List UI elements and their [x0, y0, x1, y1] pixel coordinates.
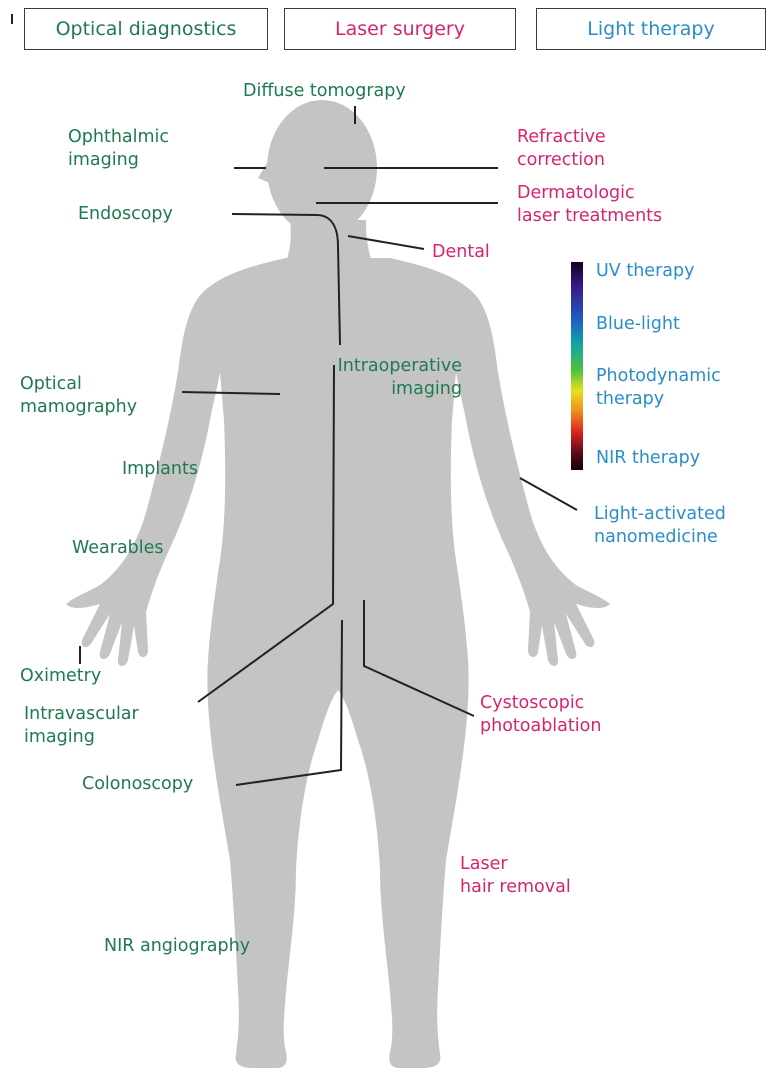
label-nir-angiography: NIR angiography	[104, 935, 250, 958]
label-cystoscopic: Cystoscopic photoablation	[480, 692, 601, 738]
label-oximetry: Oximetry	[20, 665, 101, 688]
label-ophthalmic-imaging: Ophthalmic imaging	[68, 126, 169, 172]
label-intravascular: Intravascular imaging	[24, 703, 139, 749]
label-diffuse-tomography: Diffuse tomograpy	[243, 80, 406, 103]
legend-optical-diagnostics: Optical diagnostics	[24, 8, 268, 50]
legend-laser-surgery-label: Laser surgery	[335, 18, 465, 40]
label-photodynamic: Photodynamic therapy	[596, 365, 721, 411]
label-uv-therapy: UV therapy	[596, 260, 694, 283]
legend-laser-surgery: Laser surgery	[284, 8, 516, 50]
spectrum-bar	[571, 262, 583, 470]
label-dermatologic: Dermatologic laser treatments	[517, 182, 662, 228]
label-implants: Implants	[122, 458, 198, 481]
label-optical-mamography: Optical mamography	[20, 373, 137, 419]
label-intraoperative: Intraoperative imaging	[292, 355, 462, 401]
label-dental: Dental	[432, 241, 490, 264]
label-colonoscopy: Colonoscopy	[82, 773, 193, 796]
label-light-activated: Light-activated nanomedicine	[594, 503, 726, 549]
label-endoscopy: Endoscopy	[78, 203, 173, 226]
legend-light-therapy-label: Light therapy	[587, 18, 714, 40]
label-wearables: Wearables	[72, 537, 164, 560]
legend-light-therapy: Light therapy	[536, 8, 766, 50]
label-nir-therapy: NIR therapy	[596, 447, 700, 470]
label-laser-hair-removal: Laser hair removal	[460, 853, 571, 899]
leader-light-activated	[520, 478, 577, 510]
label-refractive-correction: Refractive correction	[517, 126, 606, 172]
label-blue-light: Blue-light	[596, 313, 680, 336]
legend-optical-diagnostics-label: Optical diagnostics	[56, 18, 237, 40]
